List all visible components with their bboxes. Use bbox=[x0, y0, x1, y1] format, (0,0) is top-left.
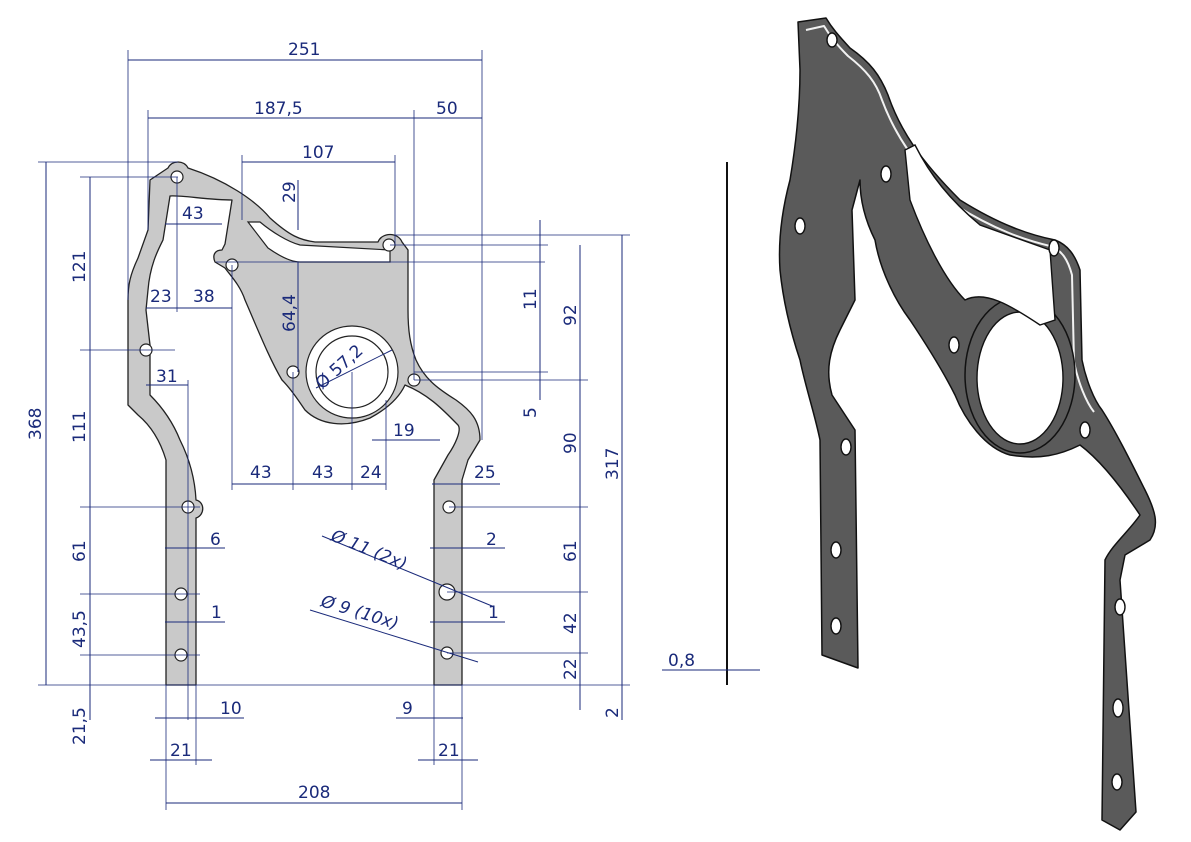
dim-21-right: 21 bbox=[438, 741, 460, 761]
gasket-isometric-view bbox=[778, 17, 1157, 831]
dim-42: 42 bbox=[561, 612, 581, 634]
dim-21-left: 21 bbox=[170, 741, 192, 761]
dim-64-4: 64,4 bbox=[280, 294, 300, 332]
dim-11: 11 bbox=[521, 288, 541, 310]
dim-22: 22 bbox=[561, 658, 581, 680]
dim-2-bottom: 2 bbox=[603, 707, 623, 718]
iso-bore bbox=[976, 311, 1064, 445]
iso-bolt-hole bbox=[1111, 773, 1123, 791]
dim-368: 368 bbox=[26, 408, 46, 440]
dim-31: 31 bbox=[156, 367, 178, 387]
dim-251: 251 bbox=[288, 40, 320, 60]
dim-111: 111 bbox=[70, 411, 90, 443]
dim-43-top: 43 bbox=[182, 204, 204, 224]
dim-92: 92 bbox=[561, 304, 581, 326]
dim-90: 90 bbox=[561, 432, 581, 454]
dim-38: 38 bbox=[193, 287, 215, 307]
dim-diameter-9-10x: Ø 9 (10x) bbox=[318, 591, 401, 634]
iso-bolt-hole bbox=[830, 541, 842, 559]
dim-107: 107 bbox=[302, 143, 334, 163]
iso-bolt-hole bbox=[1112, 698, 1124, 718]
iso-bolt-hole bbox=[880, 165, 892, 183]
iso-bolt-hole bbox=[948, 336, 960, 354]
iso-upper-cutout bbox=[904, 144, 1056, 326]
dim-61-left: 61 bbox=[70, 540, 90, 562]
dim-23: 23 bbox=[150, 287, 172, 307]
dim-1-right: 1 bbox=[488, 603, 499, 623]
iso-bolt-hole bbox=[1079, 421, 1091, 439]
gasket-outline bbox=[127, 161, 481, 686]
dim-10: 10 bbox=[220, 699, 242, 719]
dim-diameter-11-2x: Ø 11 (2x) bbox=[327, 526, 410, 575]
dim-43-5: 43,5 bbox=[70, 610, 90, 648]
dim-187-5: 187,5 bbox=[254, 99, 303, 119]
dim-0-8: 0,8 bbox=[668, 651, 695, 671]
dim-24: 24 bbox=[360, 463, 382, 483]
upper-cutout bbox=[246, 221, 391, 263]
iso-bolt-hole bbox=[826, 32, 838, 48]
gasket-front-view bbox=[127, 161, 481, 686]
dim-25: 25 bbox=[474, 463, 496, 483]
dim-317: 317 bbox=[603, 448, 623, 480]
dim-43-a: 43 bbox=[250, 463, 272, 483]
iso-gasket-body bbox=[778, 17, 1157, 831]
iso-bolt-hole bbox=[794, 217, 806, 235]
iso-bolt-hole bbox=[840, 438, 852, 456]
dim-1-left: 1 bbox=[211, 603, 222, 623]
dim-5: 5 bbox=[521, 407, 541, 418]
dim-2-right: 2 bbox=[486, 530, 497, 550]
dim-121: 121 bbox=[70, 251, 90, 283]
dim-208: 208 bbox=[298, 783, 330, 803]
iso-bolt-hole bbox=[830, 617, 842, 635]
dim-19: 19 bbox=[393, 421, 415, 441]
iso-bolt-hole bbox=[1114, 598, 1126, 616]
iso-bolt-hole bbox=[1048, 239, 1060, 257]
dim-61-right: 61 bbox=[561, 540, 581, 562]
dim-9: 9 bbox=[402, 699, 413, 719]
dim-43-b: 43 bbox=[312, 463, 334, 483]
dim-29: 29 bbox=[280, 181, 300, 203]
dim-21-5: 21,5 bbox=[70, 707, 90, 745]
dim-6: 6 bbox=[210, 530, 221, 550]
dim-50: 50 bbox=[436, 99, 458, 119]
dimension-lines bbox=[38, 50, 760, 810]
